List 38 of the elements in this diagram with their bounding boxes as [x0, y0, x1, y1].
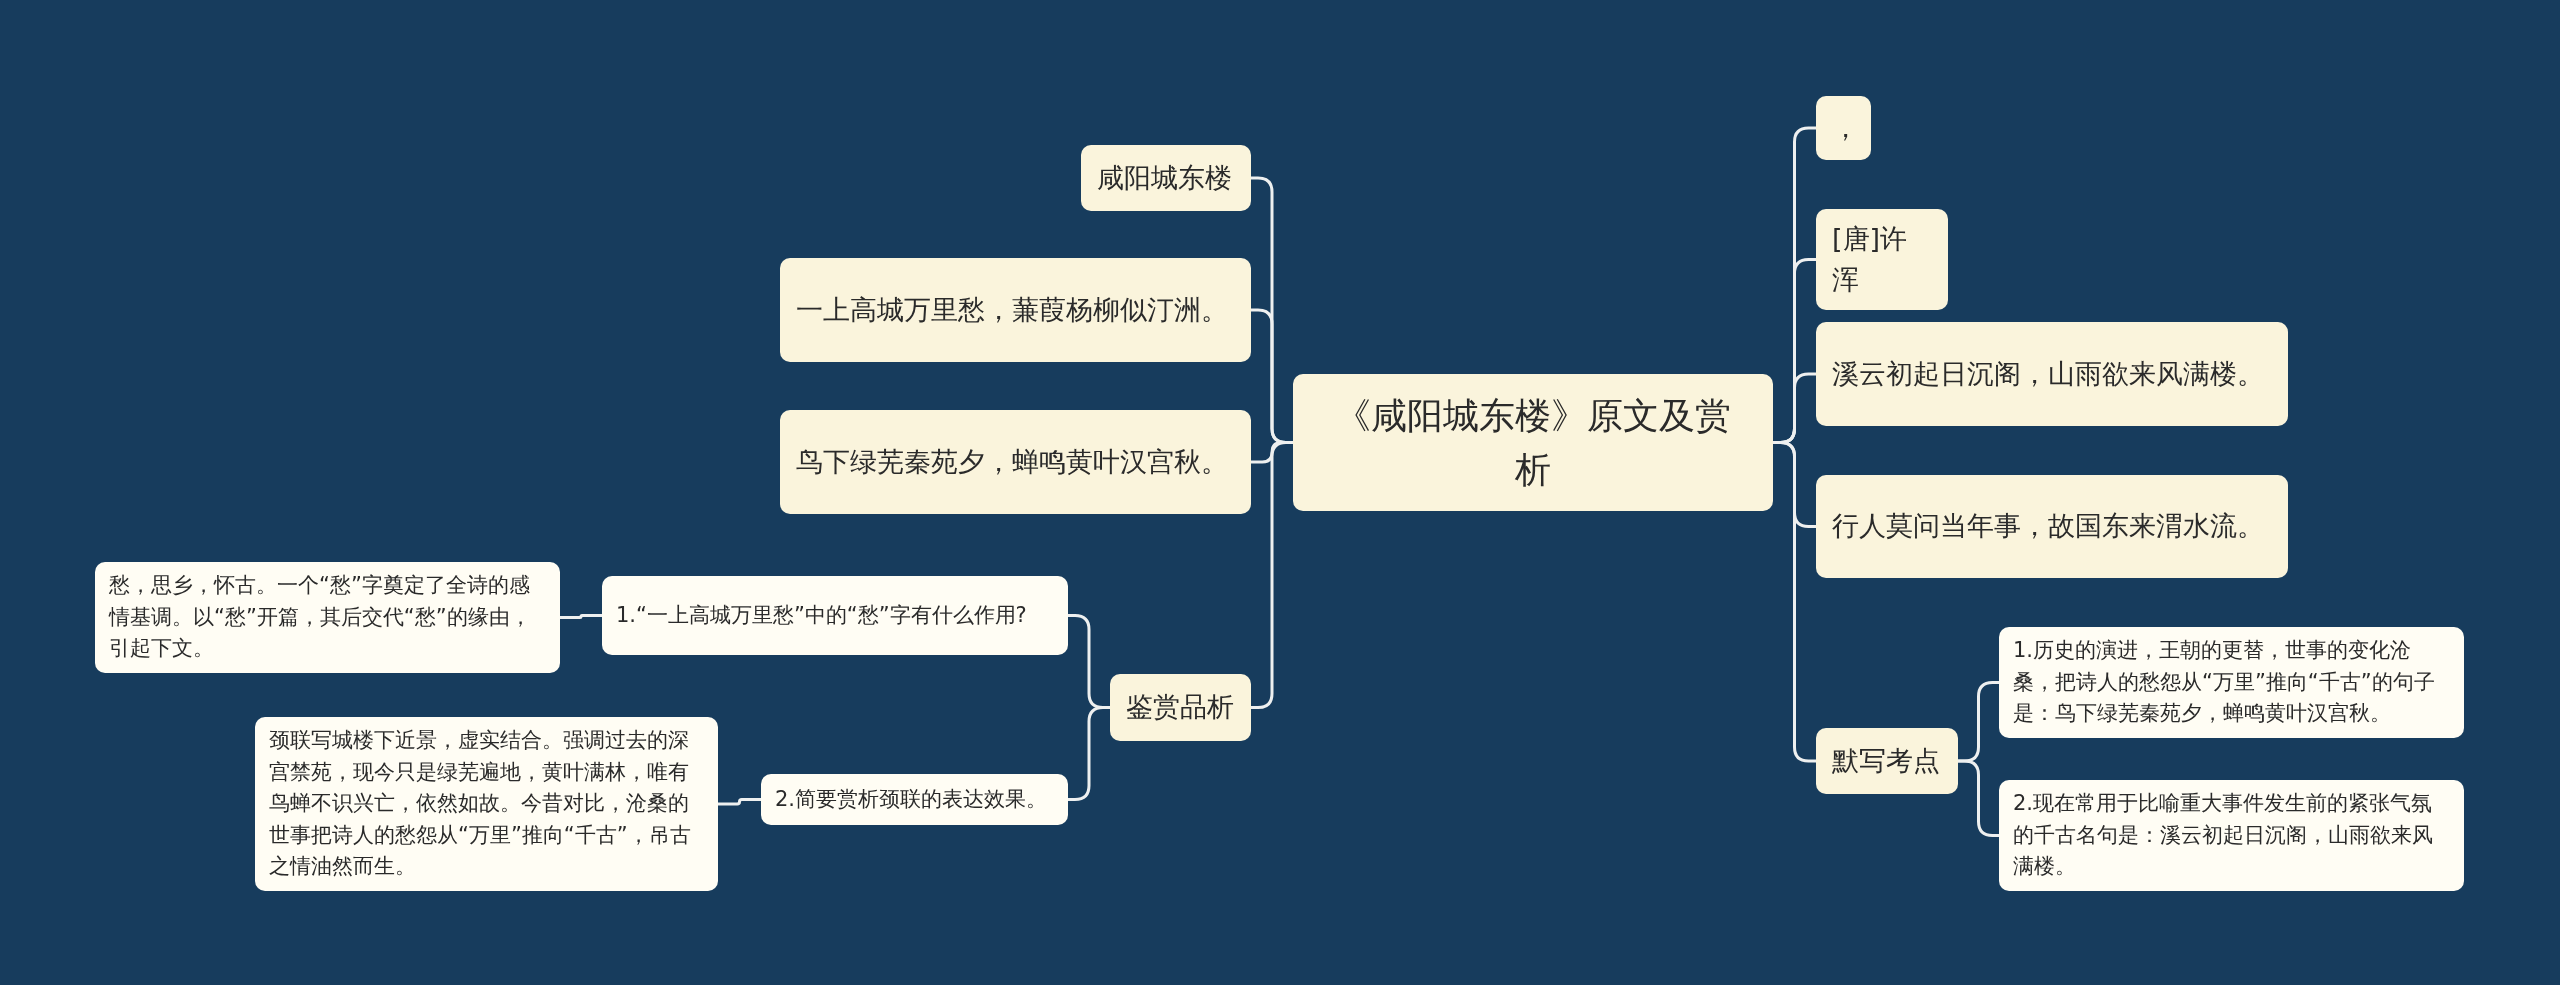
- connector-line: [560, 614, 602, 619]
- detail-card: [602, 576, 1068, 655]
- detail-card: [95, 562, 560, 673]
- detail-card: [761, 774, 1068, 825]
- node-text: [唐]许浑: [1832, 222, 1909, 297]
- node-text: 鸟下绿芜秦苑夕，蝉鸣黄叶汉宫秋。: [796, 444, 1228, 479]
- central-topic: [1293, 374, 1773, 511]
- topic-card: [1081, 145, 1251, 211]
- connector-line: [1251, 441, 1293, 709]
- topic-card: [1110, 674, 1251, 741]
- node-text: 行人莫问当年事，故国东来渭水流。: [1832, 509, 2264, 544]
- topic-card: [1816, 322, 2288, 426]
- detail-card: [1999, 780, 2464, 891]
- node-text: 愁，思乡，怀古。一个“愁”字奠定了全诗的感情基调。以“愁”开篇，其后交代“愁”的缘由，引起下文。: [109, 572, 532, 662]
- node-text: 一上高城万里愁，蒹葭杨柳似汀洲。: [796, 292, 1228, 327]
- detail-card: [255, 717, 718, 891]
- node-text: 2.简要赏析颈联的表达效果。: [775, 785, 1048, 813]
- connector-line: [1958, 759, 1999, 837]
- topic-card: [1816, 96, 1871, 160]
- node-text: 2.现在常用于比喻重大事件发生前的紧张气氛的千古名句是：溪云初起日沉阁，山雨欲来风满楼。: [2013, 790, 2434, 880]
- node-text: 颈联写城楼下近景，虚实结合。强调过去的深宫禁苑，现今只是绿芜遍地，黄叶满林，唯有鸟蝉不识兴亡，依然如故。今昔对比，沧桑的世事把诗人的愁怨从“万里”推向“千古”，吊古之情油然而生。: [269, 727, 692, 880]
- node-text: ，: [1832, 110, 1859, 145]
- topic-card: [1816, 728, 1958, 794]
- node-text: 咸阳城东楼: [1097, 160, 1232, 195]
- connector-line: [1773, 441, 1816, 763]
- connector-line: [718, 798, 761, 806]
- node-text: 1.历史的演进，王朝的更替，世事的变化沧桑，把诗人的愁怨从“万里”推向“千古”的句子是：鸟下绿芜秦苑夕，蝉鸣黄叶汉宫秋。: [2013, 637, 2436, 727]
- node-text: 默写考点: [1832, 743, 1940, 778]
- detail-card: [1999, 627, 2464, 738]
- topic-card: [1816, 209, 1948, 310]
- node-text: 溪云初起日沉阁，山雨欲来风满楼。: [1832, 356, 2264, 391]
- node-text: 1.“一上高城万里愁”中的“愁”字有什么作用?: [616, 601, 1027, 629]
- topic-card: [780, 410, 1251, 514]
- topic-card: [1816, 475, 2288, 578]
- node-text: 鉴赏品析: [1126, 690, 1234, 725]
- node-text: 《咸阳城东楼》原文及赏析: [1334, 393, 1732, 492]
- topic-card: [780, 258, 1251, 362]
- connector-line: [1068, 706, 1110, 801]
